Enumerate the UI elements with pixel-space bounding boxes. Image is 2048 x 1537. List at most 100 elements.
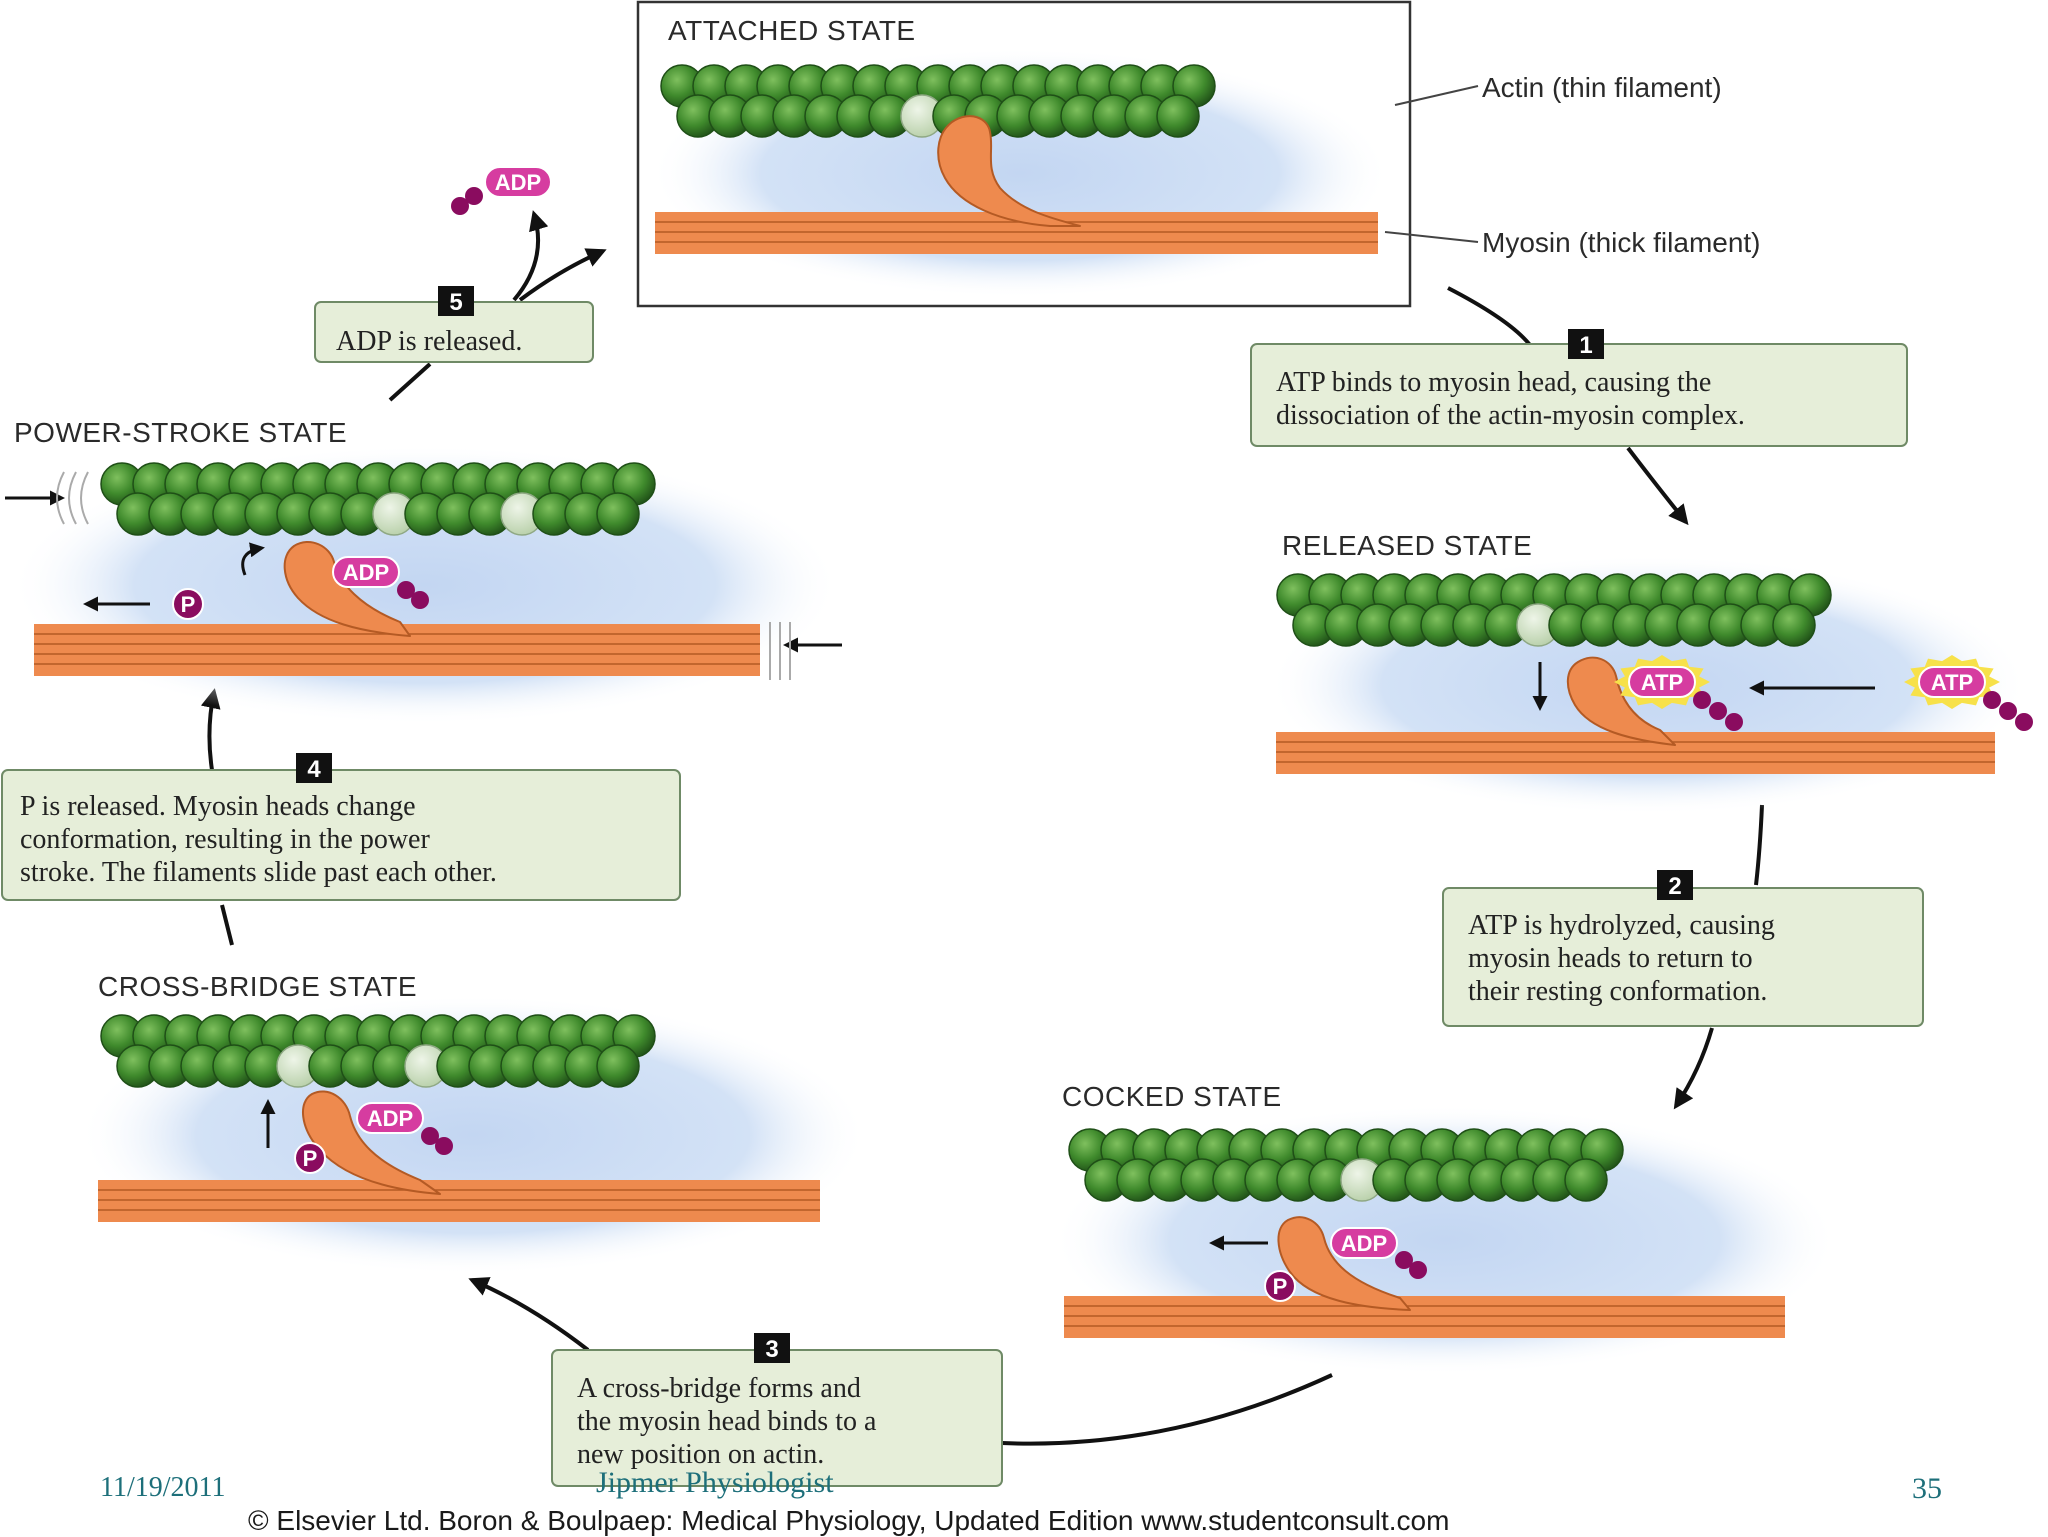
step-2-text-line-3: their resting conformation. bbox=[1468, 976, 1767, 1007]
phosphate-group bbox=[465, 187, 483, 205]
actin-leader-line bbox=[1394, 85, 1479, 106]
step-4-number: 4 bbox=[307, 756, 321, 783]
phosphate-group bbox=[1983, 691, 2001, 709]
step-1-box: 1 ATP binds to myosin head, causing the … bbox=[1250, 329, 1908, 447]
step-1-number-badge bbox=[1568, 329, 1604, 359]
atp-molecule bbox=[1628, 666, 1696, 698]
power-stroke-rotation-arrow bbox=[241, 542, 265, 576]
arrow-to-attached bbox=[518, 248, 607, 302]
adp-label: ADP bbox=[367, 1106, 413, 1131]
myosin-motion-lines bbox=[769, 622, 791, 680]
arrow-to-cocked bbox=[1673, 1027, 1714, 1110]
attached-state-title: ATTACHED STATE bbox=[668, 15, 916, 46]
step-3-text-line-1: A cross-bridge forms and bbox=[577, 1373, 861, 1404]
atp-label: ATP bbox=[1931, 670, 1973, 695]
step-4-box: 4 P is released. Myosin heads change con… bbox=[1, 753, 681, 901]
crossbridge-state-panel: CROSS-BRIDGE STATE ADP P bbox=[78, 971, 868, 1275]
step-4-text-line-2: conformation, resulting in the power bbox=[20, 824, 430, 855]
phosphate-group bbox=[411, 591, 429, 609]
phosphate-label: P bbox=[181, 592, 196, 617]
step-2-box: 2 ATP is hydrolyzed, causing myosin head… bbox=[1442, 870, 1924, 1027]
actin-monomer bbox=[596, 1044, 640, 1088]
step-2-text-line-2: myosin heads to return to bbox=[1468, 943, 1753, 974]
arrow-to-released bbox=[1626, 446, 1689, 526]
crossbridge-filaments: ADP P bbox=[98, 1014, 820, 1222]
phosphate-group bbox=[1693, 691, 1711, 709]
step-1-number: 1 bbox=[1579, 332, 1592, 359]
arrow-adp-release bbox=[512, 210, 549, 302]
actin-motion-lines bbox=[56, 471, 89, 525]
step-3-text-line-3: new position on actin. bbox=[577, 1439, 824, 1470]
arrow-to-crossbridge bbox=[468, 1277, 590, 1352]
released-state-title: RELEASED STATE bbox=[1282, 530, 1532, 561]
arrow-to-step-5 bbox=[388, 362, 432, 402]
arrow-to-step-2 bbox=[1754, 804, 1764, 886]
actin-monomer bbox=[1772, 603, 1816, 647]
phosphate-group bbox=[1709, 702, 1727, 720]
atp-label: ATP bbox=[1641, 670, 1683, 695]
step-1-text-line-1: ATP binds to myosin head, causing the bbox=[1276, 367, 1711, 398]
step-2-number-badge bbox=[1657, 870, 1693, 900]
myosin-head bbox=[301, 1090, 441, 1195]
actin-label: Actin (thin filament) bbox=[1482, 72, 1722, 103]
released-state-panel: RELEASED STATE ATP ATP bbox=[1268, 530, 2033, 815]
step-5-text: ADP is released. bbox=[336, 326, 522, 357]
phosphate-molecule bbox=[294, 1142, 326, 1174]
adp-label: ADP bbox=[495, 170, 541, 195]
myosin-leader-line bbox=[1384, 231, 1479, 243]
step-5-box: 5 ADP is released. bbox=[314, 286, 594, 363]
released-filaments: ATP ATP bbox=[1276, 573, 2033, 774]
phosphate-group bbox=[421, 1127, 439, 1145]
step-5-number: 5 bbox=[449, 289, 462, 316]
attached-state-panel: ATTACHED STATE bbox=[636, 0, 1412, 308]
cocked-state-title: COCKED STATE bbox=[1062, 1081, 1282, 1112]
slide-date: 11/19/2011 bbox=[100, 1472, 226, 1503]
adp-molecule bbox=[356, 1102, 424, 1134]
myosin-label: Myosin (thick filament) bbox=[1482, 227, 1761, 258]
step-4-text-line-1: P is released. Myosin heads change bbox=[20, 791, 416, 822]
phosphate-group bbox=[435, 1137, 453, 1155]
phosphate-group bbox=[2015, 713, 2033, 731]
adp-molecule bbox=[1330, 1227, 1398, 1259]
phosphate-label: P bbox=[303, 1146, 318, 1171]
adp-label: ADP bbox=[343, 560, 389, 585]
powerstroke-state-title: POWER-STROKE STATE bbox=[14, 417, 347, 448]
released-adp: ADP bbox=[451, 166, 552, 215]
step-3-text-line-2: the myosin head binds to a bbox=[577, 1406, 877, 1437]
actin-monomer bbox=[1564, 1158, 1608, 1202]
actin-monomer bbox=[596, 492, 640, 536]
step-3-number-badge bbox=[754, 1333, 790, 1363]
crossbridge-state-title: CROSS-BRIDGE STATE bbox=[98, 971, 417, 1002]
adp-molecule bbox=[332, 556, 400, 588]
phosphate-group bbox=[451, 197, 469, 215]
atp-molecule bbox=[1918, 666, 1986, 698]
myosin-head bbox=[1566, 656, 1676, 746]
arrow-to-step-3 bbox=[1001, 1373, 1333, 1446]
phosphate-group bbox=[1999, 702, 2017, 720]
step-1-text-line-2: dissociation of the actin-myosin complex… bbox=[1276, 400, 1745, 431]
powerstroke-state-panel: POWER-STROKE STATE ADP P bbox=[5, 417, 842, 725]
phosphate-molecule bbox=[172, 588, 204, 620]
arrow-to-step-4 bbox=[220, 904, 234, 946]
phosphate-group bbox=[1725, 713, 1743, 731]
phosphate-molecule bbox=[1264, 1270, 1296, 1302]
attached-filaments bbox=[655, 64, 1378, 254]
step-3-number: 3 bbox=[765, 1336, 778, 1363]
arrow-to-step-1 bbox=[1447, 286, 1532, 347]
step-4-number-badge bbox=[296, 753, 332, 783]
myosin-thick-filament bbox=[1064, 1296, 1785, 1338]
figure-credit: © Elsevier Ltd. Boron & Boulpaep: Medica… bbox=[248, 1505, 1450, 1536]
adp-label: ADP bbox=[1341, 1231, 1387, 1256]
step-2-text-line-1: ATP is hydrolyzed, causing bbox=[1468, 910, 1775, 941]
actin-monomer bbox=[1156, 94, 1200, 138]
slide-author: Jipmer Physiologist bbox=[596, 1466, 834, 1499]
myosin-thick-filament bbox=[98, 1180, 820, 1222]
powerstroke-filaments: ADP P bbox=[34, 462, 760, 676]
myosin-head bbox=[283, 541, 411, 637]
phosphate-group bbox=[1409, 1261, 1427, 1279]
step-2-number: 2 bbox=[1668, 873, 1681, 900]
slide-page-number: 35 bbox=[1912, 1472, 1942, 1505]
